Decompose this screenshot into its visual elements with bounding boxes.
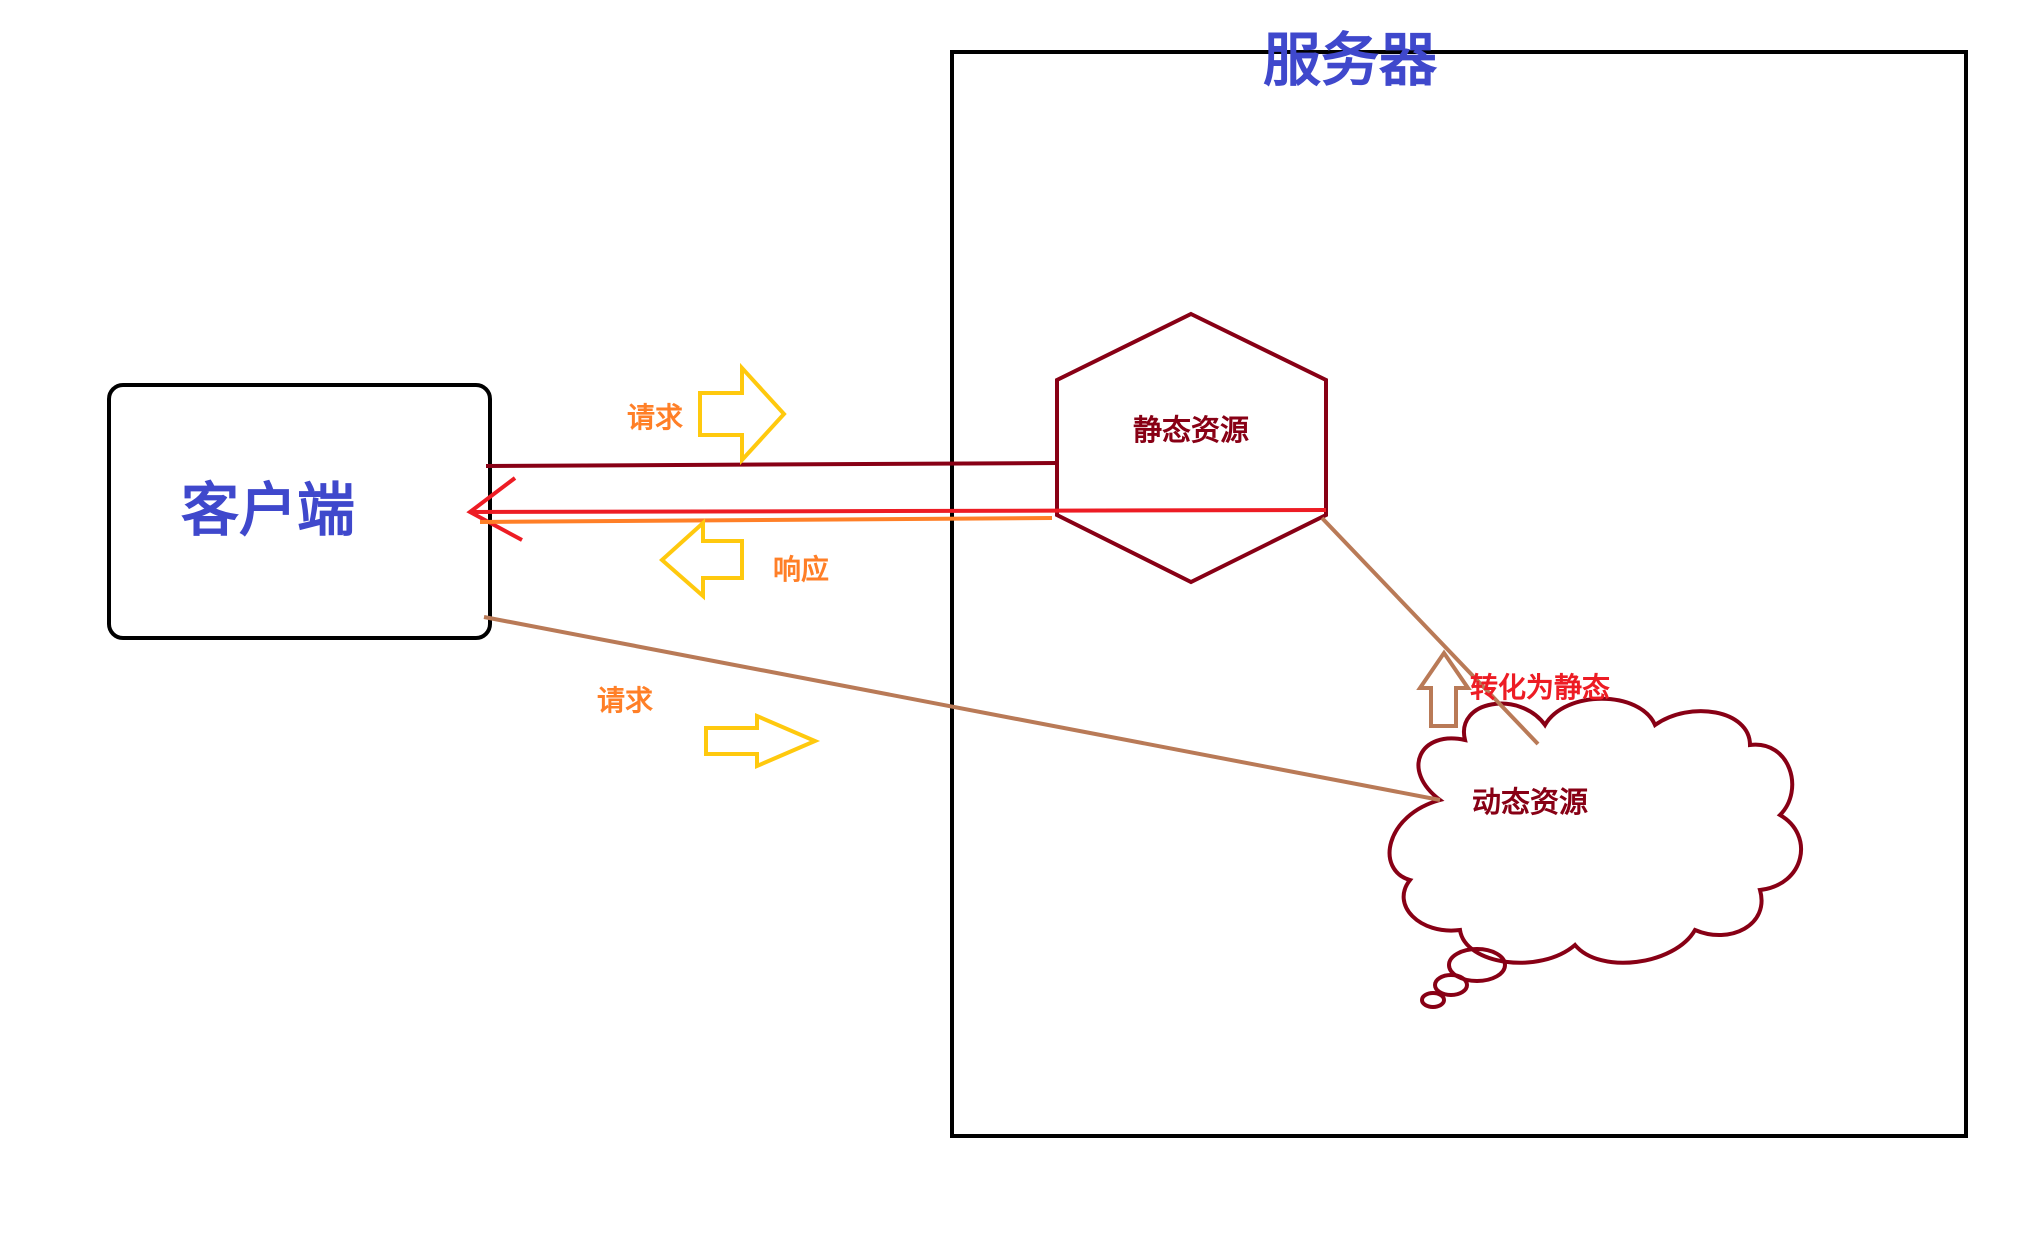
- server-title: 服务器: [1263, 26, 1438, 94]
- static-resource-label: 静态资源: [1133, 413, 1249, 447]
- dynamic-resource-label: 动态资源: [1472, 785, 1588, 819]
- response-line-red: [469, 508, 1327, 514]
- static-resource-hexagon: [1055, 311, 1328, 585]
- response-label: 响应: [773, 553, 829, 586]
- response-line-orange: [479, 516, 1053, 524]
- server-box: [950, 50, 1968, 1138]
- convert-arrow: [1416, 649, 1472, 728]
- client-label: 客户端: [181, 476, 355, 544]
- dynamic-resource-cloud: [1387, 696, 1804, 1009]
- request-arrow-bottom: [704, 712, 821, 770]
- convert-label: 转化为静态: [1470, 671, 1610, 704]
- request-label-top: 请求: [627, 401, 683, 434]
- response-arrow: [658, 518, 744, 601]
- request-line-dynamic: [483, 615, 1441, 802]
- request-line-static: [485, 461, 1058, 468]
- response-arrowhead: [466, 476, 523, 542]
- request-arrow-top: [698, 362, 787, 466]
- request-label-bottom: 请求: [597, 684, 653, 717]
- convert-line: [1320, 516, 1540, 746]
